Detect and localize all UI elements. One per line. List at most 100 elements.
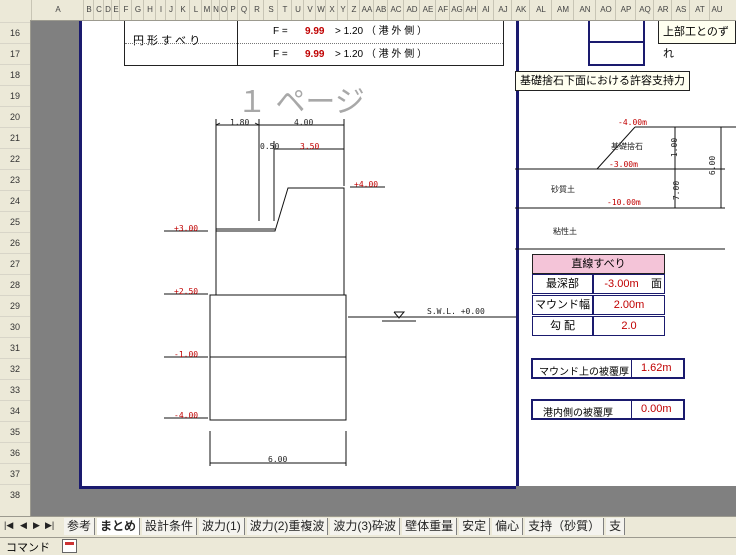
column-header-cell[interactable]: AH xyxy=(463,0,478,20)
column-header-cell[interactable]: P xyxy=(227,0,238,20)
column-header-cell[interactable]: I xyxy=(155,0,166,20)
worksheet[interactable]: 円 形 す べ り F = 9.99 > 1.20 （ 港 外 側 ） F = … xyxy=(31,21,736,516)
column-header-cell[interactable]: T xyxy=(277,0,292,20)
deepest-label: 最深部 xyxy=(532,274,593,294)
safety-factor-2: 9.99 xyxy=(305,49,325,60)
dim-4-00: 4.00 xyxy=(294,118,314,127)
row-header-cell[interactable]: 37 xyxy=(0,463,30,484)
column-header-cell[interactable]: O xyxy=(219,0,228,20)
sheet-tab[interactable]: 設計条件 xyxy=(142,518,198,535)
row-header-cell[interactable]: 19 xyxy=(0,85,30,106)
mound-width-value: 2.00m xyxy=(593,295,665,315)
row-header-cell[interactable]: 21 xyxy=(0,127,30,148)
cover-mound-value: 1.62m xyxy=(641,362,672,374)
row-header-cell[interactable]: 28 xyxy=(0,274,30,295)
sheet-tab[interactable]: 参考 xyxy=(64,518,96,535)
column-header-cell[interactable]: D xyxy=(103,0,112,20)
sheet-tab[interactable]: 安定 xyxy=(459,518,491,535)
level-plus-4: +4.00 xyxy=(354,180,379,189)
column-header-cell[interactable]: AD xyxy=(403,0,420,20)
column-header-cell[interactable]: AA xyxy=(359,0,374,20)
column-header-cell[interactable]: AM xyxy=(551,0,574,20)
column-header-cell[interactable]: X xyxy=(325,0,338,20)
column-header-cell[interactable]: N xyxy=(211,0,220,20)
sheet-tab[interactable]: 壁体重量 xyxy=(402,518,458,535)
sheet-tab[interactable]: 波力(1) xyxy=(199,518,245,535)
column-header-cell[interactable]: Z xyxy=(347,0,360,20)
column-header-cell[interactable]: S xyxy=(263,0,278,20)
column-header-cell[interactable]: AU xyxy=(709,0,724,20)
column-header-cell[interactable]: AN xyxy=(573,0,596,20)
row-header-cell[interactable]: 20 xyxy=(0,106,30,127)
dim-6-00: 6.00 xyxy=(268,455,288,464)
column-header-cell[interactable]: Y xyxy=(337,0,348,20)
sheet-tab[interactable]: 偏心 xyxy=(492,518,524,535)
deepest-unit: 面 xyxy=(649,274,665,294)
column-header-cell[interactable]: Q xyxy=(237,0,250,20)
column-header-cell[interactable]: E xyxy=(111,0,120,20)
row-header-cell[interactable]: 18 xyxy=(0,64,30,85)
column-header-cell[interactable]: W xyxy=(315,0,326,20)
slope-label: 勾 配 xyxy=(532,316,593,336)
column-header-cell[interactable]: AS xyxy=(671,0,690,20)
row-header-cell[interactable]: 36 xyxy=(0,442,30,463)
column-header-cell[interactable]: K xyxy=(175,0,190,20)
column-header-cell[interactable]: V xyxy=(303,0,316,20)
row-header-cell[interactable]: 27 xyxy=(0,253,30,274)
sheet-tab[interactable]: 支 xyxy=(606,518,626,535)
macro-record-icon[interactable] xyxy=(62,539,77,553)
tab-next-icon[interactable]: ▶ xyxy=(33,520,40,530)
row-header-cell[interactable]: 25 xyxy=(0,211,30,232)
column-header-cell[interactable]: AQ xyxy=(635,0,654,20)
circular-slip-label: 円 形 す べ り xyxy=(133,35,201,47)
column-header-cell[interactable]: AR xyxy=(653,0,672,20)
column-header-cell[interactable]: AO xyxy=(595,0,616,20)
row-header-cell[interactable]: 23 xyxy=(0,169,30,190)
row-header-cell[interactable]: 34 xyxy=(0,400,30,421)
sheet-tab[interactable]: 波力(2)重複波 xyxy=(246,518,329,535)
column-header-cell[interactable]: AL xyxy=(529,0,552,20)
row-header-cell[interactable]: 35 xyxy=(0,421,30,442)
row-header-cell[interactable]: 30 xyxy=(0,316,30,337)
tab-last-icon[interactable]: ▶| xyxy=(45,520,55,530)
column-header-cell[interactable]: R xyxy=(249,0,264,20)
column-header-cell[interactable]: A xyxy=(31,0,84,20)
row-header-cell[interactable]: 16 xyxy=(0,22,30,43)
sheet-tab[interactable]: まとめ xyxy=(97,518,141,535)
column-header-cell[interactable]: U xyxy=(291,0,304,20)
column-header-cell[interactable]: AF xyxy=(435,0,450,20)
tab-first-icon[interactable]: |◀ xyxy=(4,520,14,530)
column-header-cell[interactable]: AP xyxy=(615,0,636,20)
sheet-tab[interactable]: 支持（砂質） xyxy=(525,518,605,535)
formula-1: F = xyxy=(273,26,288,37)
column-header-cell[interactable]: C xyxy=(93,0,104,20)
sheet-tab[interactable]: 波力(3)砕波 xyxy=(330,518,401,535)
column-header-cell[interactable]: AG xyxy=(449,0,464,20)
row-header-cell[interactable]: 32 xyxy=(0,358,30,379)
column-header-cell[interactable]: AE xyxy=(419,0,436,20)
column-header-cell[interactable]: AC xyxy=(387,0,404,20)
column-header-cell[interactable]: AI xyxy=(477,0,494,20)
row-header-cell[interactable]: 29 xyxy=(0,295,30,316)
row-header-cell[interactable]: 31 xyxy=(0,337,30,358)
column-header-cell[interactable]: G xyxy=(131,0,144,20)
column-header-cell[interactable]: AK xyxy=(511,0,530,20)
row-header-cell[interactable]: 33 xyxy=(0,379,30,400)
row-header-cell[interactable]: 22 xyxy=(0,148,30,169)
column-header-cell[interactable]: AT xyxy=(689,0,710,20)
column-header-cell[interactable]: M xyxy=(201,0,212,20)
column-header-cell[interactable]: H xyxy=(143,0,156,20)
row-header-cell[interactable]: 17 xyxy=(0,43,30,64)
row-header-cell[interactable]: 24 xyxy=(0,190,30,211)
column-header-cell[interactable]: B xyxy=(83,0,94,20)
column-header-cell[interactable]: L xyxy=(189,0,202,20)
row-header-cell[interactable]: 38 xyxy=(0,484,30,505)
column-header-cell[interactable]: F xyxy=(119,0,132,20)
row-header-cell[interactable]: 26 xyxy=(0,232,30,253)
column-header-cell[interactable]: J xyxy=(165,0,176,20)
tab-prev-icon[interactable]: ◀ xyxy=(20,520,27,530)
condition-2: > 1.20 （ 港 外 側 ） xyxy=(335,49,427,60)
cover-inner-label: 港内側の被覆厚 xyxy=(543,408,613,419)
column-header-cell[interactable]: AJ xyxy=(493,0,512,20)
column-header-cell[interactable]: AB xyxy=(373,0,388,20)
